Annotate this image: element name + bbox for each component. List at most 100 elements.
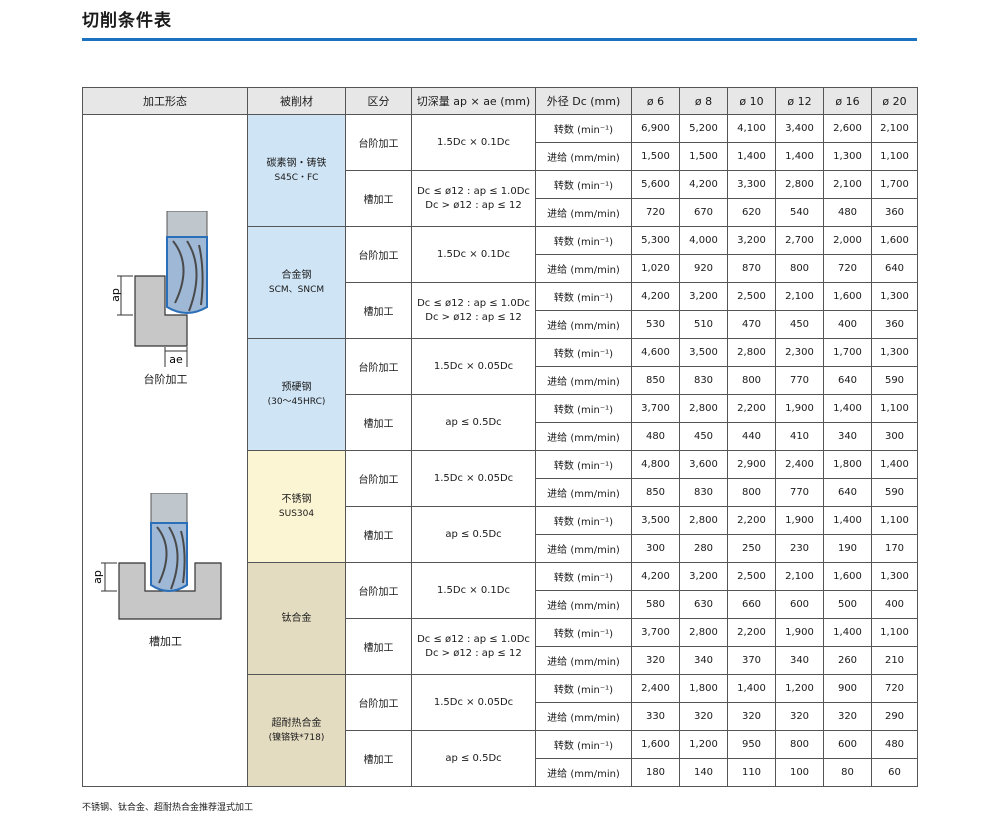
depth-cell: 1.5Dc × 0.05Dc [411, 450, 536, 507]
header-dia-12: ø 12 [775, 87, 824, 115]
feed-value: 510 [679, 310, 728, 339]
feed-value: 850 [631, 478, 680, 507]
feed-label: 进给 (mm/min) [535, 142, 632, 171]
material-name: 超耐热合金 [271, 717, 322, 729]
feed-value: 1,500 [679, 142, 728, 171]
header-section: 区分 [345, 87, 412, 115]
feed-value: 800 [775, 254, 824, 283]
feed-value: 340 [823, 422, 872, 451]
feed-value: 340 [679, 646, 728, 675]
header-dia: 外径 Dc (mm) [535, 87, 632, 115]
material-name: 碳素钢・铸铁 [266, 157, 327, 169]
header-depth: 切深量 ap × ae (mm) [411, 87, 536, 115]
feed-label: 进给 (mm/min) [535, 478, 632, 507]
process-cell: 台阶加工 [345, 674, 412, 731]
speed-value: 1,300 [871, 338, 918, 367]
feed-value: 720 [631, 198, 680, 227]
speed-value: 1,300 [871, 282, 918, 311]
feed-value: 470 [727, 310, 776, 339]
speed-value: 4,200 [631, 282, 680, 311]
speed-value: 5,300 [631, 226, 680, 255]
speed-value: 3,700 [631, 618, 680, 647]
feed-value: 360 [871, 310, 918, 339]
material-cell: 碳素钢・铸铁 S45C・FC [247, 114, 346, 227]
material-grade: SUS304 [278, 508, 315, 519]
process-cell: 台阶加工 [345, 226, 412, 283]
feed-value: 800 [727, 478, 776, 507]
speed-value: 1,600 [871, 226, 918, 255]
speed-value: 2,200 [727, 506, 776, 535]
header-material: 被削材 [247, 87, 346, 115]
depth-line-1: 1.5Dc × 0.1Dc [437, 584, 510, 596]
feed-value: 850 [631, 366, 680, 395]
speed-value: 1,600 [823, 562, 872, 591]
feed-label: 进给 (mm/min) [535, 590, 632, 619]
feed-value: 770 [775, 478, 824, 507]
process-cell: 台阶加工 [345, 114, 412, 171]
speed-value: 2,500 [727, 562, 776, 591]
ap-label: ap [91, 570, 104, 584]
feed-value: 640 [823, 366, 872, 395]
speed-value: 2,100 [823, 170, 872, 199]
speed-value: 900 [823, 674, 872, 703]
speed-value: 1,100 [871, 506, 918, 535]
process-cell: 台阶加工 [345, 562, 412, 619]
speed-value: 3,600 [679, 450, 728, 479]
speed-value: 3,500 [679, 338, 728, 367]
speed-value: 2,700 [775, 226, 824, 255]
speed-value: 2,400 [775, 450, 824, 479]
depth-line-2: Dc > ø12 : ap ≤ 12 [425, 199, 522, 211]
speed-value: 4,800 [631, 450, 680, 479]
feed-value: 400 [871, 590, 918, 619]
process-cell: 槽加工 [345, 618, 412, 675]
process-cell: 槽加工 [345, 394, 412, 451]
speed-value: 1,100 [871, 394, 918, 423]
speed-label: 转数 (min⁻¹) [535, 394, 632, 423]
material-grade: S45C・FC [274, 172, 319, 183]
speed-value: 480 [871, 730, 918, 759]
process-cell: 台阶加工 [345, 338, 412, 395]
speed-value: 1,800 [679, 674, 728, 703]
flute-lines [172, 240, 204, 312]
material-grade: SCM、SNCM [268, 284, 325, 295]
feed-value: 480 [631, 422, 680, 451]
speed-label: 转数 (min⁻¹) [535, 618, 632, 647]
feed-value: 110 [727, 758, 776, 787]
feed-value: 370 [727, 646, 776, 675]
feed-value: 340 [775, 646, 824, 675]
feed-value: 870 [727, 254, 776, 283]
header-dia-6: ø 6 [631, 87, 680, 115]
footnote: 不锈钢、钛合金、超耐热合金推荐湿式加工 [82, 803, 254, 813]
speed-value: 4,200 [679, 170, 728, 199]
feed-label: 进给 (mm/min) [535, 534, 632, 563]
speed-value: 1,600 [631, 730, 680, 759]
feed-value: 630 [679, 590, 728, 619]
feed-value: 230 [775, 534, 824, 563]
speed-value: 4,600 [631, 338, 680, 367]
speed-value: 2,300 [775, 338, 824, 367]
feed-value: 320 [775, 702, 824, 731]
feed-value: 320 [631, 646, 680, 675]
speed-value: 2,100 [871, 114, 918, 143]
slot-milling-caption: 槽加工 [149, 635, 182, 648]
feed-value: 190 [823, 534, 872, 563]
feed-value: 300 [871, 422, 918, 451]
speed-value: 3,200 [679, 562, 728, 591]
feed-value: 360 [871, 198, 918, 227]
feed-value: 320 [727, 702, 776, 731]
feed-value: 450 [679, 422, 728, 451]
feed-value: 590 [871, 366, 918, 395]
speed-label: 转数 (min⁻¹) [535, 674, 632, 703]
step-milling-caption: 台阶加工 [143, 373, 188, 386]
speed-label: 转数 (min⁻¹) [535, 338, 632, 367]
material-name: 不锈钢 [281, 493, 312, 505]
